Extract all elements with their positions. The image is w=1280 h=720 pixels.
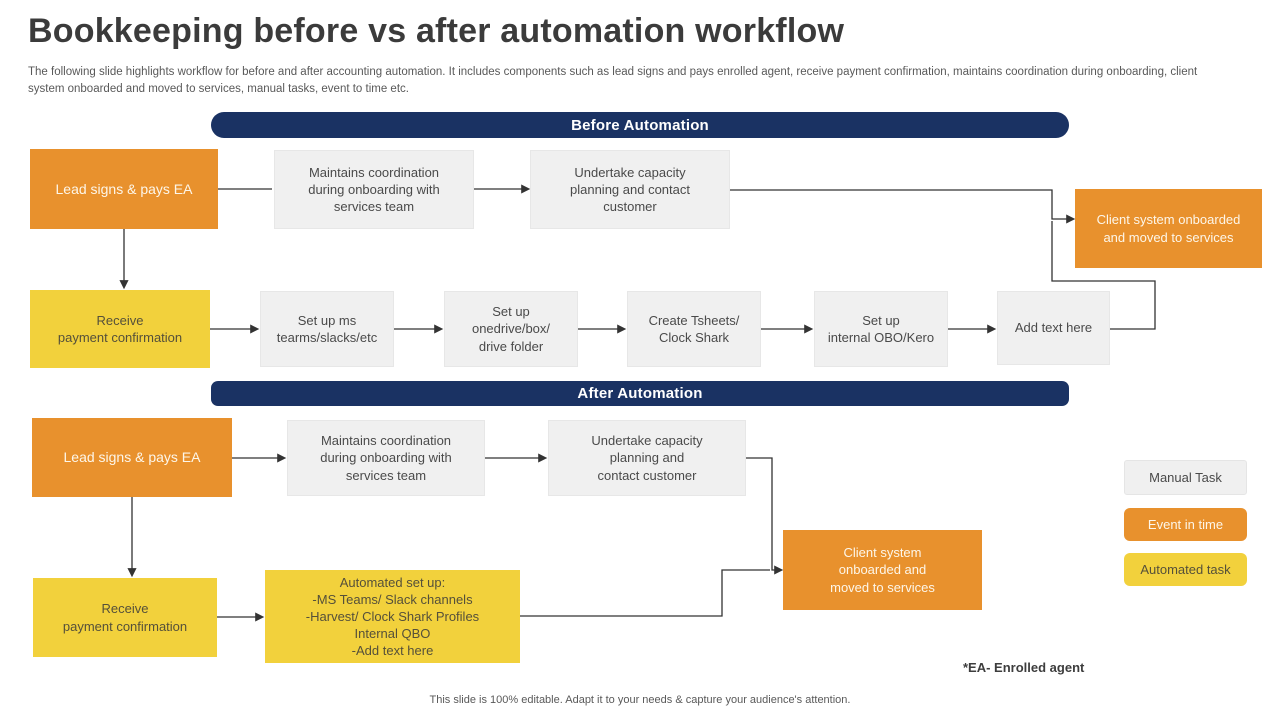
editable-footer-note: This slide is 100% editable. Adapt it to… [429,694,851,706]
node-before-setup-ms-teams: Set up ms tearms/slacks/etc [260,291,394,367]
legend-manual-task: Manual Task [1124,460,1247,495]
node-before-receive-payment: Receive payment confirmation [30,290,210,368]
node-after-receive-payment: Receive payment confirmation [33,578,217,657]
node-after-lead-signs: Lead signs & pays EA [32,418,232,497]
node-after-automated-setup: Automated set up: -MS Teams/ Slack chann… [265,570,520,663]
connector-before-undertake-to-client [730,189,1076,224]
node-before-create-tsheets: Create Tsheets/ Clock Shark [627,291,761,367]
page-subtitle: The following slide highlights workflow … [28,66,1198,95]
node-after-undertake-capacity: Undertake capacity planning and contact … [548,420,746,496]
page-title: Bookkeeping before vs after automation w… [28,12,845,50]
connector-after-automated-to-client [520,569,770,617]
ea-footnote: *EA- Enrolled agent [963,660,1085,675]
node-before-client-onboarded: Client system onboarded and moved to ser… [1075,189,1262,268]
legend-automated-task: Automated task [1124,553,1247,586]
before-automation-header: Before Automation [211,112,1069,138]
node-before-setup-onedrive: Set up onedrive/box/ drive folder [444,291,578,367]
node-after-maintains-coordination: Maintains coordination during onboarding… [287,420,485,496]
legend-event-in-time: Event in time [1124,508,1247,541]
node-before-maintains-coordination: Maintains coordination during onboarding… [274,150,474,229]
node-after-client-onboarded: Client system onboarded and moved to ser… [783,530,982,610]
node-before-setup-internal-obo: Set up internal OBO/Kero [814,291,948,367]
connector-after-undertake-to-client [746,457,784,575]
node-before-add-text-here: Add text here [997,291,1110,365]
node-before-lead-signs: Lead signs & pays EA [30,149,218,229]
node-before-undertake-capacity: Undertake capacity planning and contact … [530,150,730,229]
after-automation-header: After Automation [211,381,1069,406]
